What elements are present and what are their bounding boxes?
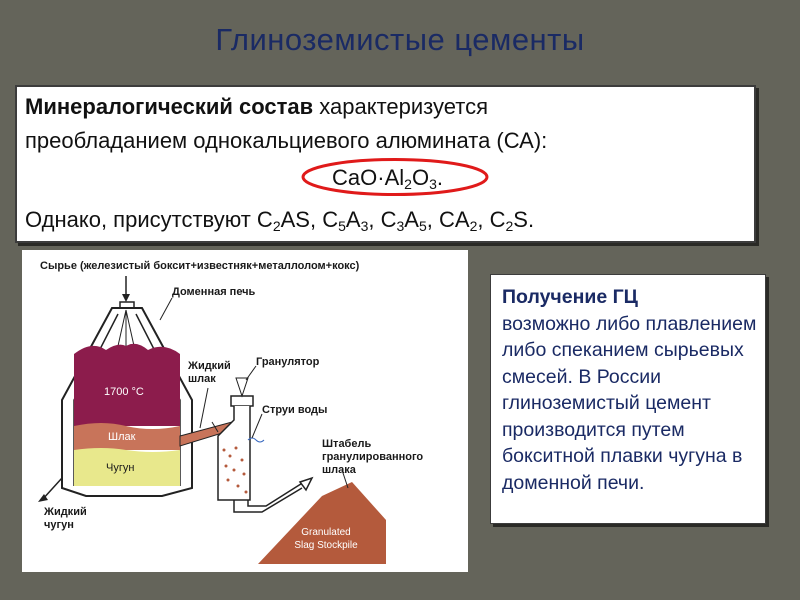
text-run: O (411, 165, 430, 190)
subscript: 2 (272, 218, 281, 234)
composition-line-1: Минералогический состав характеризуется (25, 94, 488, 120)
conveyor-pipe (233, 487, 303, 513)
slag-stockpile (258, 482, 386, 564)
subscript: 2 (505, 218, 514, 234)
composition-heading: Минералогический состав (25, 94, 314, 119)
text-run: S. (513, 207, 535, 232)
subscript: 3 (360, 218, 369, 234)
molten-zone (74, 343, 180, 426)
subscript: 3 (429, 176, 437, 192)
info-body: возможно либо плавлением либо спеканием … (502, 312, 757, 494)
conveyor-end (298, 476, 314, 492)
slag-layer-label: Шлак (108, 431, 136, 443)
text-run: A (345, 207, 361, 232)
leader-line (251, 413, 263, 439)
blast-furnace-diagram: Сырье (железистый боксит+известняк+метал… (22, 250, 468, 572)
granulator-cone (235, 377, 249, 398)
composition-box: Минералогический состав характеризуется … (15, 85, 756, 243)
leader-line (245, 365, 257, 381)
diagram-drawing (38, 276, 386, 564)
slide-title: Глиноземистые цементы (215, 22, 585, 57)
iron-layer (74, 448, 180, 486)
slag-layer (74, 423, 180, 450)
subscript: 2 (469, 218, 478, 234)
leader-line (159, 297, 173, 321)
subscript: 5 (418, 218, 427, 234)
formula-ca: CaO·Al2O3. (17, 165, 758, 191)
charge-line (117, 309, 127, 347)
granulator-label: Гранулятор (256, 356, 320, 368)
conveyor-pipe (247, 481, 305, 507)
water-jets-label: Струи воды (262, 404, 328, 416)
text-run: , C (368, 207, 397, 232)
composition-line-2: преобладанием однокальциевого алюмината … (25, 128, 548, 153)
iron-tap-arrow (38, 494, 48, 502)
feed-arrowhead (122, 294, 130, 302)
blast-furnace-label: Доменная печь (172, 286, 256, 298)
raw-materials-label: Сырье (железистый боксит+известняк+метал… (40, 260, 360, 272)
text-run: CaO·Al (332, 165, 405, 190)
liquid-slag-label: Жидкий шлак (188, 360, 231, 385)
leader-line (341, 469, 349, 489)
info-heading: Получение ГЦ (502, 286, 638, 308)
subscript: 5 (338, 218, 346, 234)
text-run: . (436, 165, 443, 190)
temperature-label: 1700 °С (104, 386, 144, 398)
text-run: Однако, присутствуют C (25, 207, 273, 232)
info-box: Получение ГЦ возможно либо плавлением ли… (490, 274, 766, 524)
water-jet (247, 437, 265, 443)
trough-mark (211, 421, 219, 433)
text-run: AS, C (280, 207, 339, 232)
composition-heading-rest: характеризуется (313, 94, 489, 119)
stockpile-english-label: Granulated Slag Stockpile (294, 527, 358, 551)
highlight-ellipse (301, 158, 489, 196)
composition-line-3: Однако, присутствуют C2AS, C5A3, C3A5, C… (25, 207, 534, 233)
text-run: , CA (426, 207, 470, 232)
charge-line (125, 309, 135, 347)
liquid-iron-label: Жидкий чугун (44, 506, 87, 531)
granulator-body (217, 406, 251, 501)
stockpile-label: Штабель гранулированного шлака (322, 438, 424, 476)
text-run: A (404, 207, 419, 232)
subscript: 3 (396, 218, 405, 234)
leader-line (199, 387, 209, 429)
iron-layer-label: Чугун (106, 462, 135, 474)
subscript: 2 (404, 176, 412, 192)
text-run: , C (477, 207, 506, 232)
